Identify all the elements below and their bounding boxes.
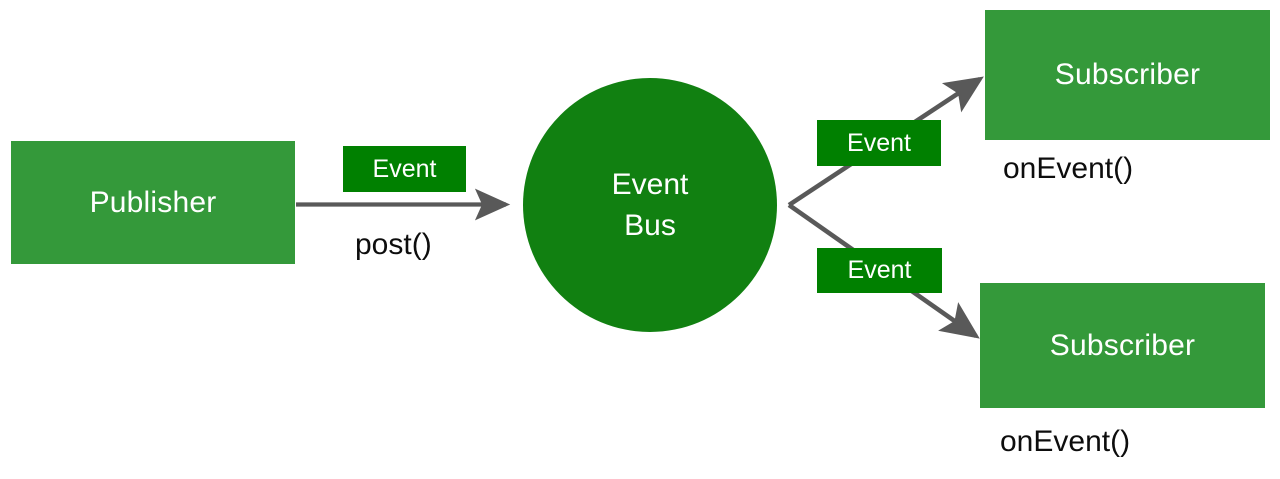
node-publisher[interactable]: Publisher [11, 141, 295, 264]
node-event-bus-label-line2: Bus [624, 209, 676, 242]
node-publisher-label: Publisher [89, 185, 217, 219]
badge-event-subscriber-bottom-label: Event [847, 256, 912, 284]
node-subscriber-top[interactable]: Subscriber [985, 10, 1270, 140]
badge-event-subscriber-top: Event [817, 120, 941, 166]
edge-label-onevent-bottom: onEvent() [1000, 425, 1131, 458]
node-subscriber-top-label: Subscriber [1054, 58, 1201, 91]
node-event-bus-label-line1: Event [611, 167, 689, 201]
node-subscriber-bottom-label: Subscriber [1049, 328, 1196, 362]
edge-label-onevent-top: onEvent() [1003, 152, 1134, 185]
node-subscriber-bottom[interactable]: Subscriber [980, 283, 1265, 408]
badge-event-publish: Event [343, 146, 466, 192]
node-event-bus[interactable]: Event Bus [523, 78, 777, 332]
badge-event-publish-label: Event [372, 154, 437, 183]
badge-event-subscriber-top-label: Event [847, 128, 911, 157]
edge-label-post: post() [355, 228, 432, 261]
badge-event-subscriber-bottom: Event [817, 248, 942, 293]
